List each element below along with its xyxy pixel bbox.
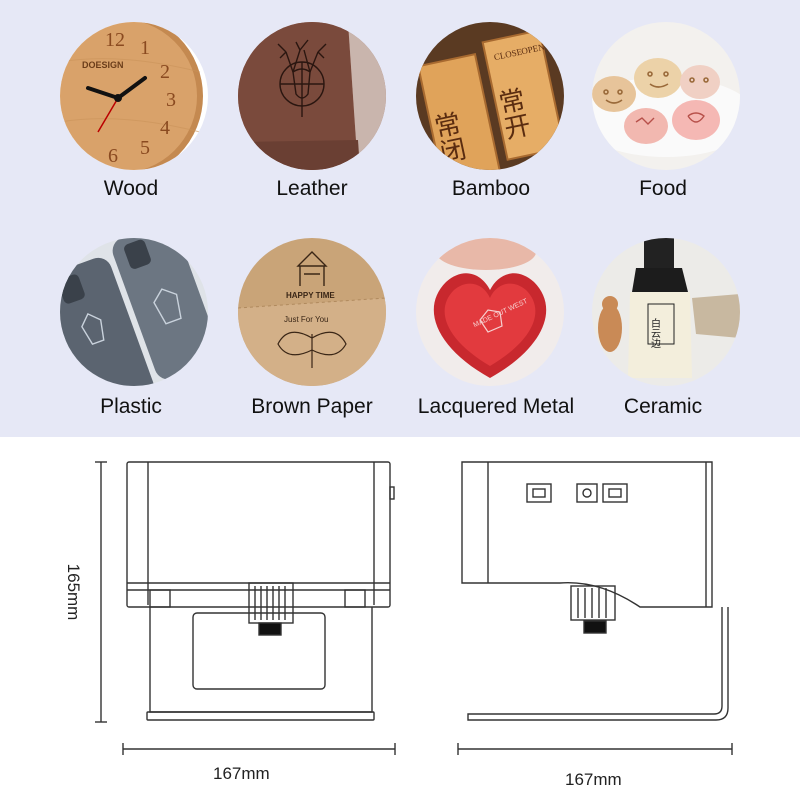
heart-tin-icon: MADE OUT WEST [416,238,564,386]
material-label-bamboo: Bamboo [451,177,531,200]
material-label-wood: Wood [103,177,159,200]
dimension-drawings [95,461,733,755]
clock-number: 4 [160,117,170,139]
leather-deer-icon [238,22,386,170]
material-label-brown-paper: Brown Paper [251,395,373,418]
front-view [126,461,395,721]
width-dimension-label-side: 167mm [565,770,622,789]
paper-just-text: Just For You [284,315,328,324]
clock-number: 3 [166,89,176,111]
ceramic-bottle-icon: 白云边 [592,238,740,386]
ceramic-text: 白云边 [649,317,661,349]
height-dimension-line [95,461,107,723]
width-dimension-label-front: 167mm [213,764,270,783]
width-dimension-line-front [122,743,396,755]
bamboo-open: OPEN [520,42,546,57]
wood-clock-icon: DOESIGN 12 1 2 3 4 5 6 [60,22,208,170]
clock-brand: DOESIGN [82,60,124,70]
clock-number: 5 [140,137,150,159]
bamboo-tags-icon: 常闭 常开 CLOSE OPEN [416,22,564,170]
phone-case-icon [60,238,208,386]
material-label-plastic: Plastic [100,395,162,418]
clock-number: 2 [160,61,170,83]
side-view [461,461,729,721]
clock-number: 6 [108,145,118,167]
width-dimension-line-side [457,743,733,755]
height-dimension-label: 165mm [64,563,83,621]
clock-number: 1 [140,37,150,59]
material-label-ceramic: Ceramic [623,395,703,418]
material-label-leather: Leather [276,177,348,200]
paper-happy-text: HAPPY TIME [286,291,335,300]
material-label-lacquered-metal: Lacquered Metal [417,395,575,418]
clock-number: 12 [105,29,125,51]
material-label-food: Food [639,177,687,200]
kraft-paper-icon: HAPPY TIME Just For You [238,238,386,386]
macaron-icon [592,22,740,170]
